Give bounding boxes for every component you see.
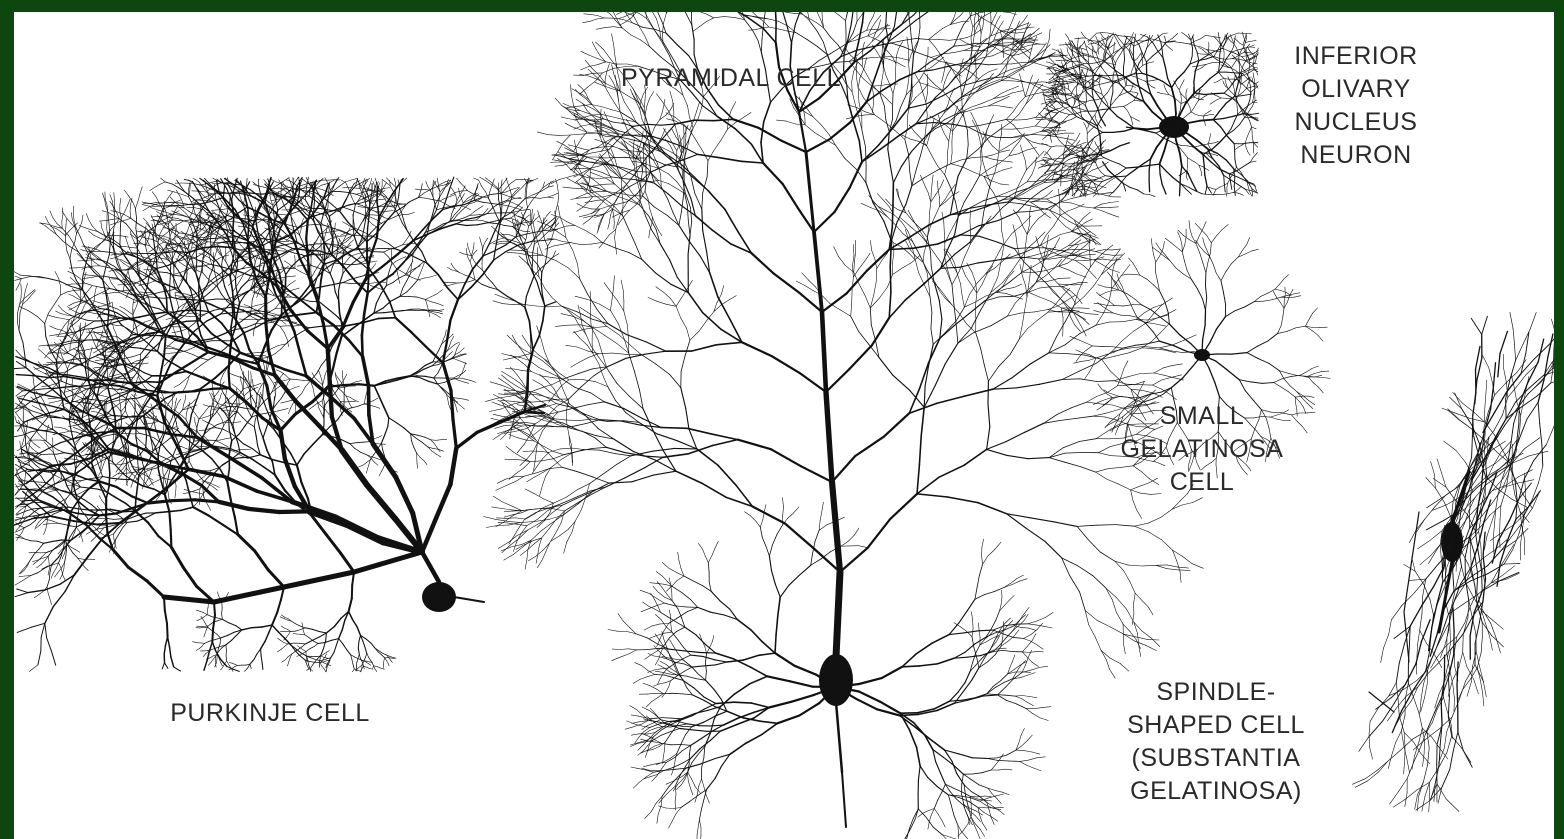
- small-gelatinosa-label: SMALL GELATINOSA CELL: [1082, 400, 1322, 499]
- purkinje-cell-drawing: [14, 177, 559, 672]
- purkinje-cell-label: PURKINJE CELL: [140, 697, 400, 730]
- inferior-olivary-label: INFERIOR OLIVARY NUCLEUS NEURON: [1266, 40, 1446, 172]
- pyramidal-cell-label: PYRAMIDAL CELL: [586, 62, 876, 95]
- spindle-shaped-cell-drawing: [1352, 312, 1554, 812]
- spindle-cell-label: SPINDLE- SHAPED CELL (SUBSTANTIA GELATIN…: [1096, 676, 1336, 808]
- figure-canvas: PURKINJE CELL PYRAMIDAL CELL INFERIOR OL…: [14, 12, 1554, 839]
